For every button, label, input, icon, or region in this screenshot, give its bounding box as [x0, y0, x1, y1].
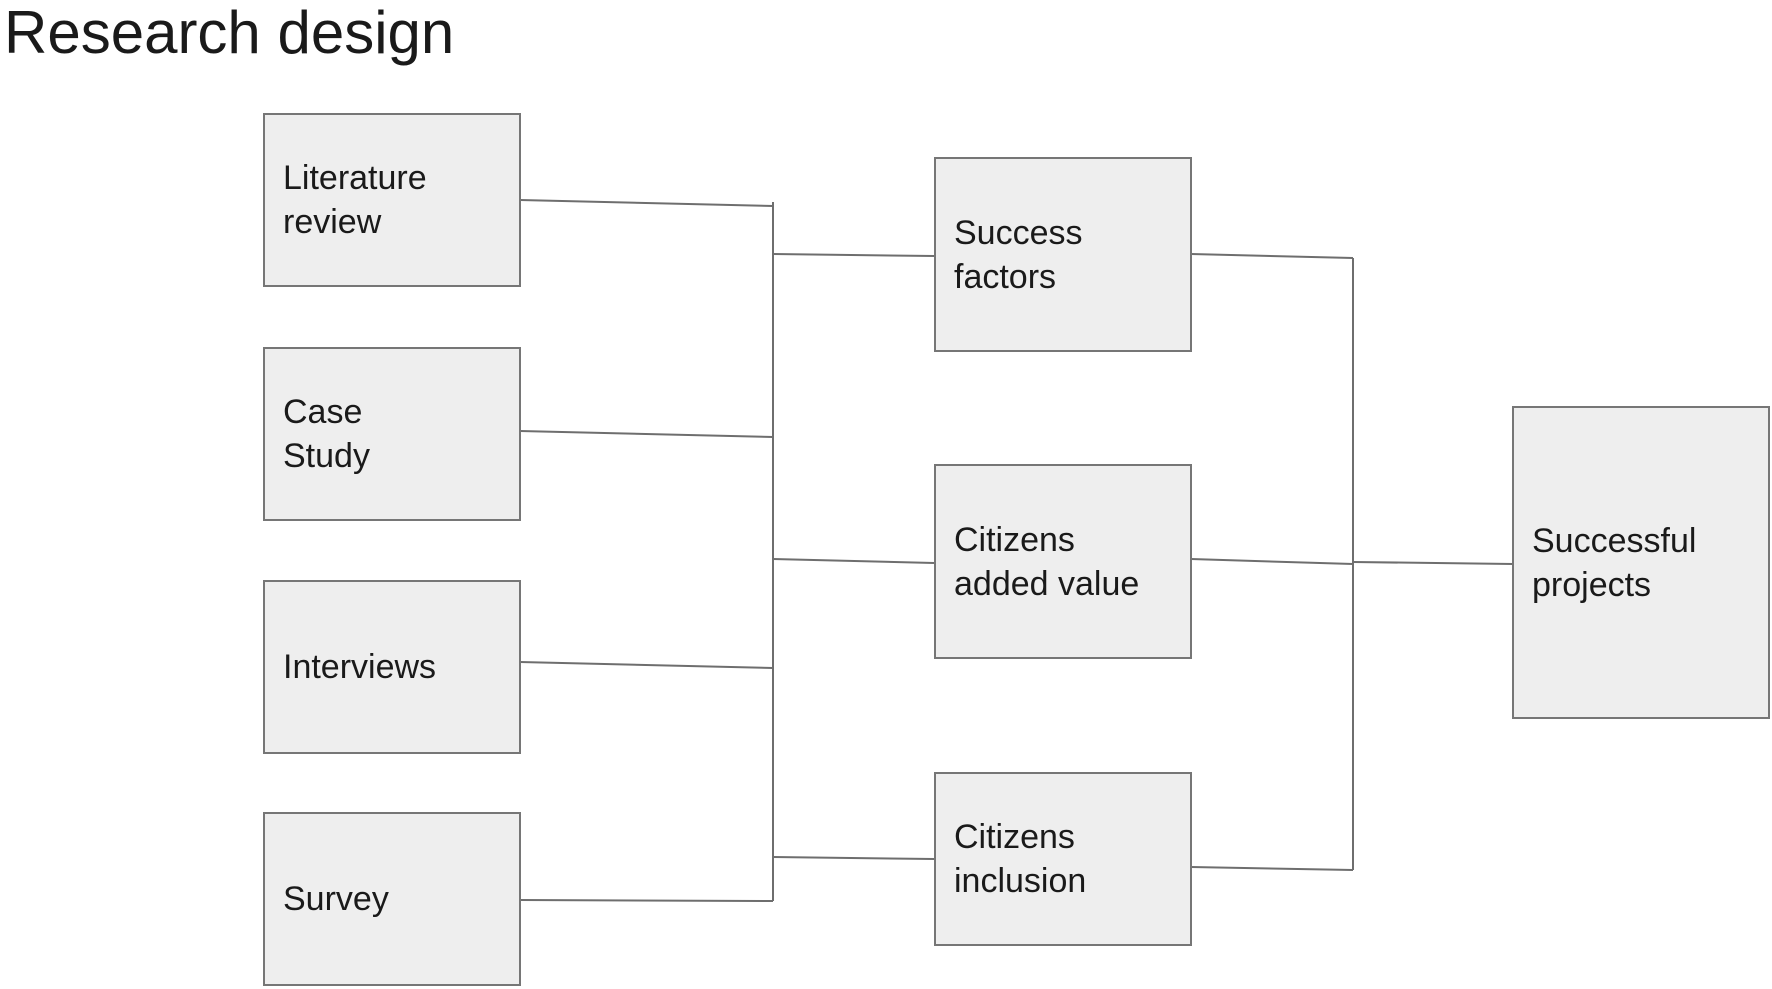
connector-to-success-factors	[772, 253, 935, 257]
label-interviews: Interviews	[283, 648, 437, 686]
box-survey: Survey	[263, 812, 521, 986]
connector-to-successful-projects	[1352, 561, 1514, 565]
connector-case-study	[519, 430, 774, 438]
connector-to-citizens-inclusion	[772, 856, 935, 860]
label-survey: Survey	[283, 880, 389, 918]
connector-to-citizens-added-value	[772, 558, 935, 564]
connector-literature-review	[519, 199, 774, 207]
connector-from-citizens-added-value	[1190, 558, 1354, 565]
connector-survey	[519, 899, 774, 902]
connector-from-success-factors	[1190, 253, 1354, 259]
diagram-title: Research design	[4, 0, 455, 66]
connector-from-citizens-inclusion	[1190, 866, 1354, 871]
box-interviews: Interviews	[263, 580, 521, 754]
connector-interviews	[519, 661, 774, 669]
